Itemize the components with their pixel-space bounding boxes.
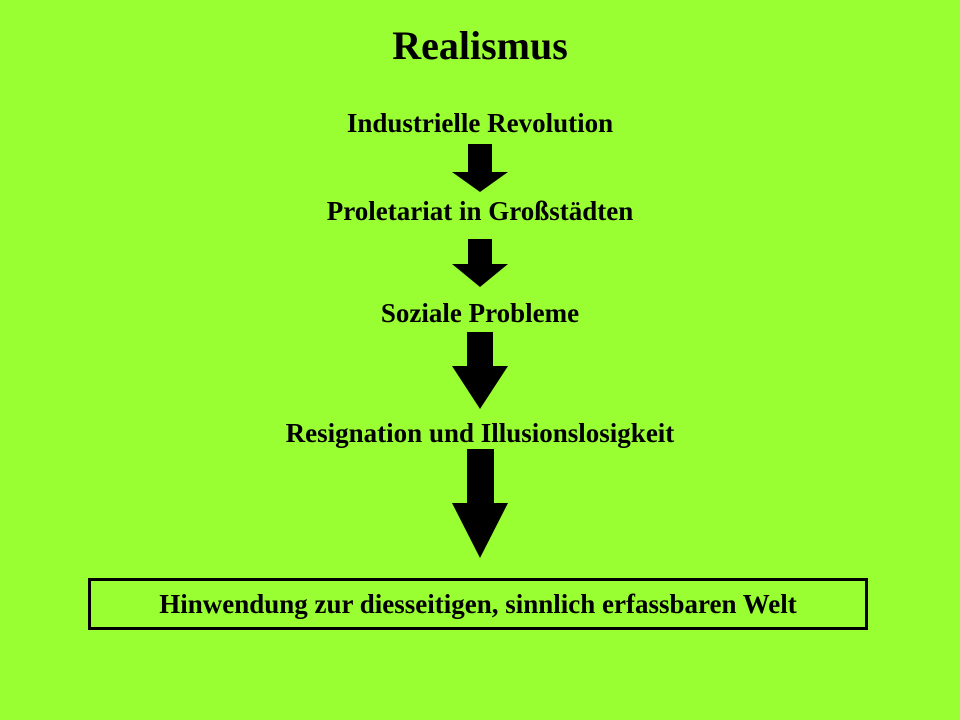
diagram-title: Realismus bbox=[392, 23, 568, 68]
step-soziale-probleme: Soziale Probleme bbox=[380, 298, 580, 328]
result-text: Hinwendung zur diesseitigen, sinnlich er… bbox=[159, 588, 797, 619]
step-industrielle-revolution: Industrielle Revolution bbox=[346, 108, 614, 138]
down-arrow-3 bbox=[452, 332, 508, 409]
down-arrow-2 bbox=[452, 239, 508, 287]
step-resignation: Resignation und Illusionslosigkeit bbox=[285, 418, 675, 448]
step-proletariat: Proletariat in Großstädten bbox=[326, 196, 634, 226]
down-arrow-4 bbox=[452, 449, 508, 558]
result-box: Hinwendung zur diesseitigen, sinnlich er… bbox=[88, 578, 868, 630]
down-arrow-1 bbox=[452, 144, 508, 192]
